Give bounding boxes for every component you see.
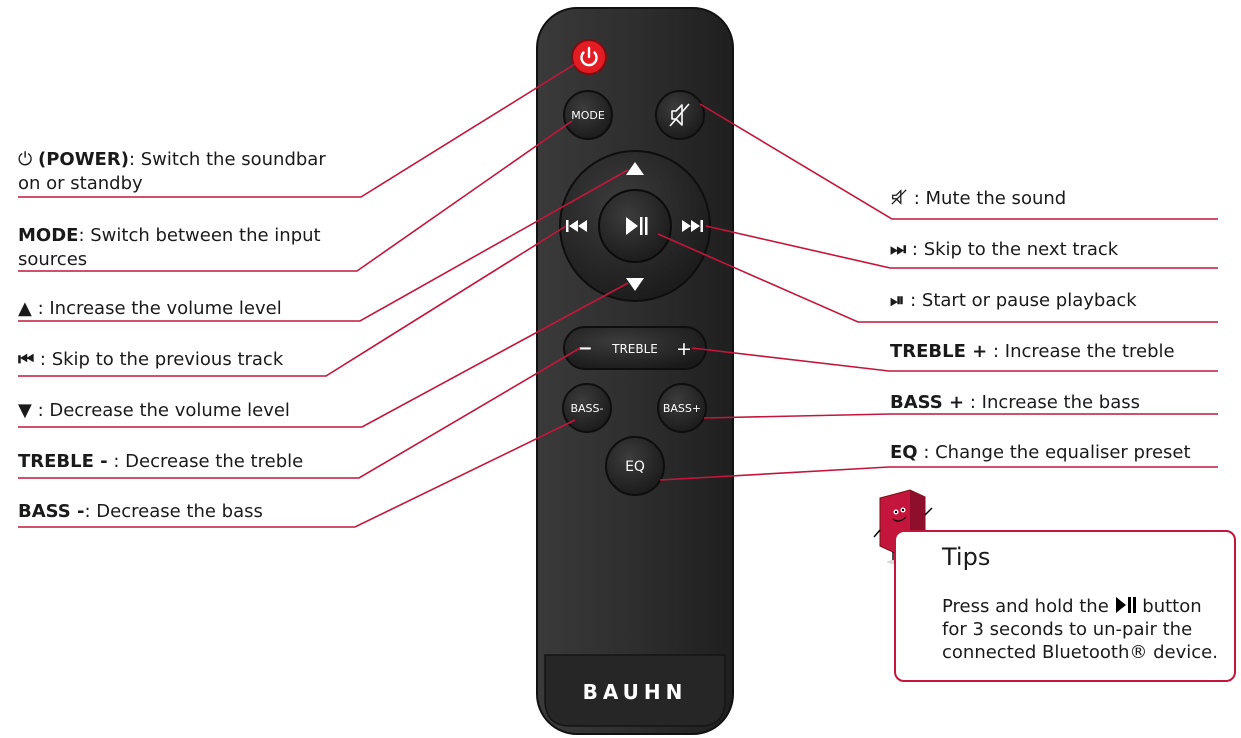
bass-plus-label: BASS+ — [663, 402, 701, 415]
label-treble-plus: TREBLE + : Increase the treble — [890, 341, 1175, 362]
label-volume-up: ▲ : Increase the volume level — [18, 298, 282, 319]
mode-button[interactable] — [563, 90, 613, 140]
next-track-button[interactable] — [682, 220, 703, 232]
label-bass-minus: BASS -: Decrease the bass — [18, 501, 263, 522]
label-volume-down: ▼ : Decrease the volume level — [18, 400, 290, 421]
mode-button-label: MODE — [571, 109, 605, 122]
label-mute: : Mute the sound — [890, 187, 1066, 211]
mute-icon — [891, 189, 907, 205]
volume-down-icon: ▼ — [18, 400, 32, 421]
brand-logo: BAUHN — [583, 680, 688, 704]
eq-button[interactable] — [605, 436, 665, 496]
tips-text: Press and hold the button for 3 seconds … — [942, 596, 1218, 663]
treble-label: TREBLE — [611, 342, 658, 356]
label-bass-plus: BASS + : Increase the bass — [890, 392, 1141, 413]
tips-box — [894, 530, 1236, 682]
mute-icon — [669, 103, 690, 127]
eq-button-label: EQ — [625, 459, 645, 475]
label-mode: MODE: Switch between the input sources — [18, 225, 321, 270]
next-track-icon: ⏭ — [890, 239, 907, 260]
play-pause-icon — [1115, 597, 1136, 613]
tips-title: Tips — [942, 543, 991, 571]
volume-down-button[interactable] — [626, 278, 644, 291]
label-eq: EQ : Change the equaliser preset — [890, 442, 1191, 463]
previous-track-button[interactable] — [566, 220, 587, 232]
volume-up-button[interactable] — [626, 162, 644, 175]
bass-plus-button[interactable] — [657, 383, 707, 433]
label-power: ⏻ (POWER): Switch the soundbar on or sta… — [18, 149, 326, 194]
previous-track-icon: ⏮ — [18, 349, 35, 370]
power-icon: ⏻ — [18, 149, 33, 170]
volume-up-icon: ▲ — [18, 298, 32, 319]
treble-minus-button[interactable]: − — [577, 338, 592, 359]
play-pause-icon — [626, 217, 648, 235]
label-play-pause: ⏯ : Start or pause playback — [890, 290, 1137, 311]
power-icon — [580, 46, 598, 67]
treble-rocker — [563, 326, 707, 370]
label-next-track: ⏭ : Skip to the next track — [890, 239, 1119, 260]
label-previous-track: ⏮ : Skip to the previous track — [18, 349, 284, 370]
remote-bottom-panel — [544, 654, 726, 727]
treble-plus-button[interactable]: + — [676, 338, 692, 360]
play-pause-icon: ⏯ — [890, 290, 905, 311]
leader-lines — [18, 63, 1218, 528]
label-treble-minus: TREBLE - : Decrease the treble — [18, 451, 304, 472]
bass-minus-label: BASS- — [570, 402, 603, 415]
